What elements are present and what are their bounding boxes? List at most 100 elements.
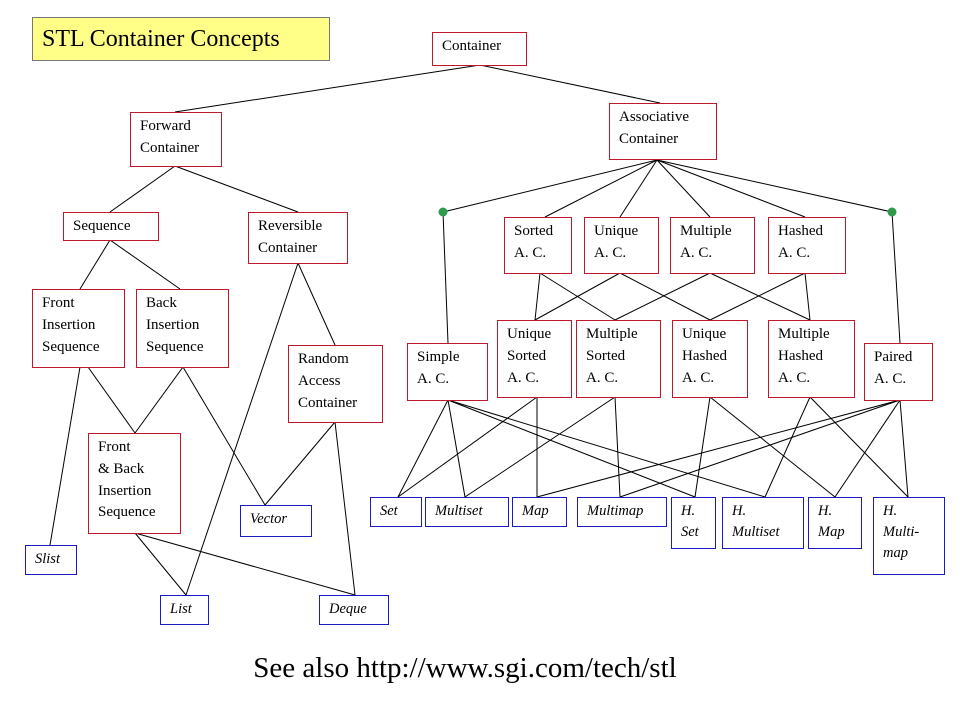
node-label-line: Front (98, 439, 131, 455)
model-slist[interactable]: Slist (25, 545, 77, 575)
node-label-line: A. C. (778, 369, 811, 386)
edge (656, 159, 711, 218)
node-sequence[interactable]: Sequence (63, 212, 159, 241)
model-hash-set[interactable]: H.Set (671, 497, 716, 549)
edge (447, 399, 466, 498)
node-label-line: Sequence (42, 338, 100, 355)
edge (694, 396, 711, 498)
node-label-line: map (883, 545, 908, 562)
node-label-line: Container (442, 38, 502, 54)
model-multiset[interactable]: Multiset (425, 497, 509, 527)
model-hash-map[interactable]: H.Map (808, 497, 862, 549)
node-label-line: Sequence (98, 504, 156, 521)
node-unique-ac[interactable]: Unique A. C. (584, 217, 659, 274)
node-label-line: Hashed (778, 223, 823, 239)
node-label-line: Unique (594, 223, 639, 239)
node-label-line: Map (522, 503, 549, 519)
junction-dot (887, 207, 897, 217)
edge (619, 399, 901, 498)
model-list[interactable]: List (160, 595, 209, 625)
node-label-line: Sorted (507, 347, 547, 364)
footer-text: See also http://www.sgi.com/tech/stl (253, 652, 677, 684)
node-container[interactable]: Container (432, 32, 527, 66)
edge (297, 262, 336, 346)
node-label-line: Back (146, 295, 177, 311)
connector-lines (49, 64, 909, 596)
edge (447, 399, 766, 498)
model-map[interactable]: Map (512, 497, 567, 527)
model-hash-multimap[interactable]: H. Multi-map (873, 497, 945, 575)
node-label-line: Insertion (146, 316, 200, 333)
node-label-line: A. C. (514, 244, 547, 261)
node-label-line: Multiple (680, 223, 732, 239)
node-label-line: Forward (140, 118, 191, 134)
node-label-line: Access (298, 372, 341, 389)
node-label-line: Front (42, 295, 75, 311)
edge (109, 239, 181, 290)
node-label-line: Multiple (778, 326, 830, 342)
node-label-line: A. C. (417, 370, 450, 387)
node-label-line: Set (681, 524, 699, 541)
edge (49, 366, 81, 546)
edge (182, 366, 266, 506)
edge (709, 272, 806, 321)
node-label-line: Associative (619, 109, 689, 125)
node-label-line: H. (883, 503, 898, 519)
node-label-line: Unique (507, 326, 552, 342)
node-label-line: Set (380, 503, 398, 519)
node-label-line: Unique (682, 326, 727, 342)
node-label-line: A. C. (594, 244, 627, 261)
footer-reference: See also http://www.sgi.com/tech/stl (0, 652, 930, 685)
edge (174, 165, 299, 213)
node-label-line: Sequence (146, 338, 204, 355)
node-label-line: Multimap (587, 503, 644, 519)
node-label-line: A. C. (682, 369, 715, 386)
node-multiple-ac[interactable]: Multiple A. C. (670, 217, 755, 274)
model-set[interactable]: Set (370, 497, 422, 527)
edge (544, 159, 658, 218)
model-vector[interactable]: Vector (240, 505, 312, 537)
node-label-line: Sequence (73, 218, 131, 234)
edge (656, 159, 806, 218)
node-label-line: Multi- (883, 524, 920, 541)
edge (397, 396, 538, 498)
edge (185, 262, 299, 596)
edge (479, 64, 661, 104)
node-label-line: Simple (417, 349, 460, 365)
model-hash-multiset[interactable]: H.Multiset (722, 497, 804, 549)
edge (442, 211, 449, 344)
node-simple-ac[interactable]: Simple A. C. (407, 343, 488, 401)
model-multimap[interactable]: Multimap (577, 497, 667, 527)
edge (397, 399, 449, 498)
edge (134, 532, 356, 596)
edge (619, 272, 711, 321)
edge (264, 421, 336, 506)
edge (442, 159, 658, 213)
node-label-line: A. C. (680, 244, 713, 261)
edge (109, 165, 176, 213)
model-deque[interactable]: Deque (319, 595, 389, 625)
node-label-line: Container (619, 130, 679, 147)
node-label-line: List (170, 601, 192, 617)
edge (134, 532, 187, 596)
edge (79, 239, 111, 290)
node-label-line: Insertion (42, 316, 96, 333)
edge (614, 272, 711, 321)
node-label-line: H. (818, 503, 833, 519)
edge (899, 399, 909, 498)
